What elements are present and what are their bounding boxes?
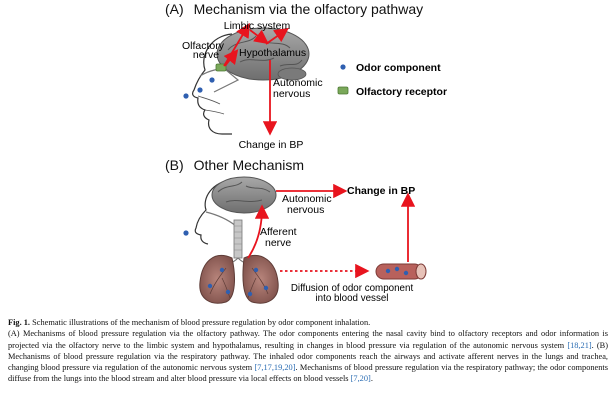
legend: Odor component Olfactory receptor bbox=[337, 62, 447, 98]
odor-component-dot bbox=[247, 291, 253, 297]
label-change-in-bp-b: Change in BP bbox=[347, 185, 415, 197]
odor-component-dot bbox=[209, 77, 215, 83]
legend-receptor-icon bbox=[337, 86, 349, 95]
svg-text:(B) Other Mechanism: (B) Other Mechanism bbox=[165, 157, 304, 173]
figure-illustration: (A) Mechanism via the olfactory pathway … bbox=[165, 1, 447, 304]
odor-component-dot bbox=[225, 289, 231, 295]
label-olfactory-nerve-1: Olfactory bbox=[182, 40, 225, 52]
odor-component-dot bbox=[253, 267, 259, 273]
label-hypothalamus: Hypothalamus bbox=[239, 47, 306, 59]
legend-odor-icon bbox=[340, 64, 346, 70]
label-olfactory-nerve-2: nerve bbox=[193, 49, 219, 61]
label-change-in-bp-a: Change in BP bbox=[239, 139, 304, 151]
odor-component-dot bbox=[197, 87, 203, 93]
legend-olfactory-receptor: Olfactory receptor bbox=[356, 86, 447, 98]
figure-title: Schematic illustrations of the mechanism… bbox=[32, 318, 371, 327]
odor-component-dot bbox=[263, 285, 269, 291]
citation-link[interactable]: [18,21] bbox=[567, 340, 592, 350]
citation-link[interactable]: [7,17,19,20] bbox=[254, 363, 296, 373]
label-limbic-system: Limbic system bbox=[224, 20, 291, 32]
nasal-airway-a bbox=[199, 68, 240, 93]
panel-b-title: Other Mechanism bbox=[194, 157, 304, 173]
arrow-limbic-to-hypothalamus bbox=[249, 29, 269, 45]
figure-label: Fig. 1. bbox=[8, 318, 31, 327]
label-diffusion-2: into blood vessel bbox=[316, 293, 389, 304]
odor-component-dot bbox=[219, 267, 225, 273]
label-diffusion-1: Diffusion of odor component bbox=[291, 283, 414, 294]
arrow-afferent-nerve bbox=[247, 204, 270, 259]
label-autonomic-b-1: Autonomic bbox=[282, 193, 332, 205]
head-silhouette-a bbox=[192, 33, 233, 135]
label-autonomic-a-2: nervous bbox=[273, 88, 310, 100]
olfactory-receptor-icon bbox=[215, 63, 227, 72]
arrow-receptor-to-hypothalamus bbox=[223, 49, 239, 67]
label-afferent-2: nerve bbox=[265, 237, 291, 249]
brain-b bbox=[211, 176, 277, 214]
caption-end: . bbox=[370, 374, 373, 384]
blood-vessel bbox=[375, 263, 427, 280]
lungs bbox=[199, 255, 279, 304]
odor-component-dot bbox=[183, 93, 189, 99]
label-afferent-1: Afferent bbox=[260, 226, 297, 238]
caption-part-b: . (B) Mechanisms of blood pressure regul… bbox=[8, 340, 609, 373]
figure-caption: Fig. 1. Schematic illustrations of the m… bbox=[8, 317, 608, 385]
label-autonomic-a-1: Autonomic bbox=[273, 77, 323, 89]
caption-part-c: . Mechanisms of blood pressure regulatio… bbox=[8, 363, 608, 384]
citation-link[interactable]: [7,20] bbox=[350, 374, 371, 384]
arrow-hypothalamus-to-limbic bbox=[265, 27, 289, 45]
odor-component-dot bbox=[183, 230, 189, 236]
odor-component-dot bbox=[207, 283, 213, 289]
svg-text:(A) Mechanism via the olfa: (A) Mechanism via the olfactory pathway bbox=[165, 1, 423, 17]
caption-part-a: (A) Mechanisms of blood pressure regulat… bbox=[8, 329, 608, 350]
legend-odor-component: Odor component bbox=[356, 62, 441, 74]
label-autonomic-b-2: nervous bbox=[287, 204, 324, 216]
panel-b-label: (B) bbox=[165, 157, 184, 173]
panel-a-label: (A) bbox=[165, 1, 184, 17]
panel-a-title: Mechanism via the olfactory pathway bbox=[194, 1, 424, 17]
